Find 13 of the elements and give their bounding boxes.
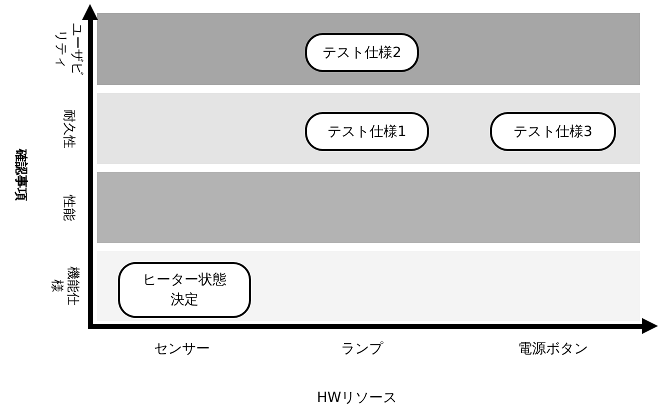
row-label: 耐久性 bbox=[60, 108, 76, 150]
column-label: 電源ボタン bbox=[518, 340, 588, 358]
axis-title: 確認事項 bbox=[12, 148, 28, 203]
axis-title: HWリソース bbox=[316, 389, 398, 407]
test-item-pill: ヒーター状態決定 bbox=[118, 262, 251, 318]
row-label: ユーザビリティ bbox=[52, 22, 84, 77]
column-label: ランプ bbox=[341, 340, 383, 358]
test-item-pill: テスト仕様1 bbox=[305, 112, 429, 151]
row-label: 機能仕様 bbox=[48, 266, 80, 308]
row-label: 性能 bbox=[60, 194, 76, 222]
column-label: センサー bbox=[154, 340, 210, 358]
test-item-pill: テスト仕様2 bbox=[305, 33, 419, 72]
test-item-pill: テスト仕様3 bbox=[490, 112, 616, 151]
